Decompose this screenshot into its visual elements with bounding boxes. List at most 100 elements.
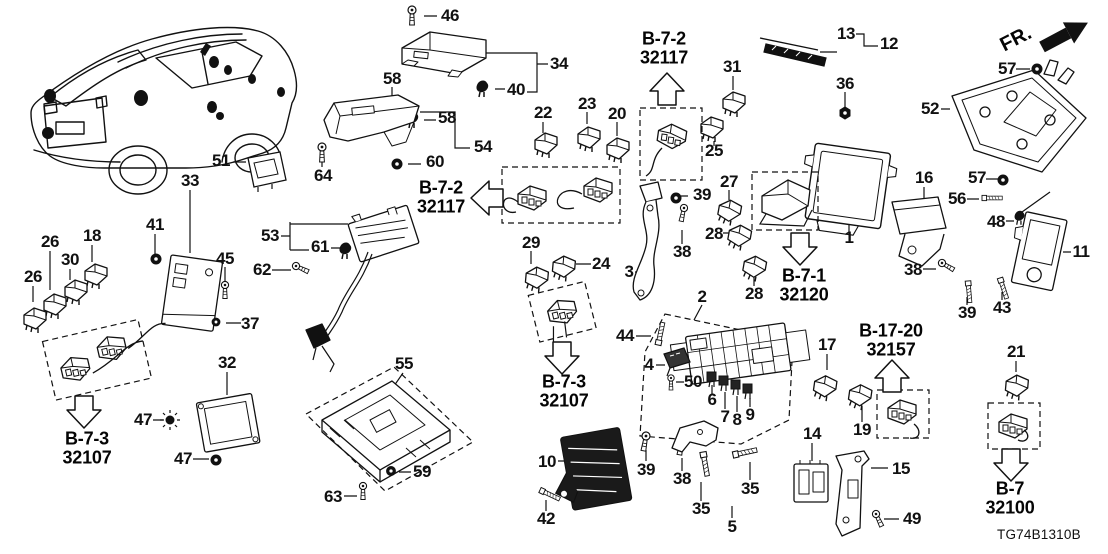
bracket-54 [323, 94, 420, 147]
unit-11 [1010, 211, 1068, 292]
callout-39: 39 [637, 460, 655, 479]
callout-39: 39 [693, 185, 711, 204]
connector-4 [663, 347, 691, 377]
screw-56 [981, 194, 1003, 202]
grommet-59 [386, 466, 396, 476]
bolt-39-right [964, 280, 974, 304]
callout-21: 21 [1007, 342, 1025, 361]
screw-64 [317, 142, 327, 163]
callout-25: 25 [705, 141, 723, 160]
callout-19: 19 [853, 420, 871, 439]
callout-53: 53 [261, 226, 279, 245]
callout-37: 37 [241, 314, 259, 333]
callout-46: 46 [441, 6, 459, 25]
callout-38: 38 [673, 242, 691, 261]
connector-box-b72-top [639, 107, 703, 181]
fuse-6 [706, 371, 717, 388]
callout-1: 1 [844, 228, 854, 247]
callout-27: 27 [720, 172, 738, 191]
fuse-8 [730, 379, 741, 396]
connector-box-b1720 [876, 389, 930, 439]
bolt-43 [996, 276, 1010, 300]
antenna-unit-53 [305, 204, 420, 373]
relay-box-b71 [751, 171, 819, 231]
callout-34: 34 [550, 54, 568, 73]
relay-23 [577, 126, 601, 153]
callout-7: 7 [720, 407, 730, 426]
callout-36: 36 [836, 74, 854, 93]
callout-38: 38 [904, 260, 922, 279]
leader-lines [32, 15, 1071, 520]
screw-45 [220, 280, 230, 300]
connector-box-b73-left [41, 318, 166, 401]
ecu-55 [321, 380, 451, 483]
callout-48: 48 [987, 212, 1005, 231]
callout-64: 64 [314, 166, 332, 185]
grommet-39-mid [670, 192, 682, 204]
screw-39-bottom [638, 430, 652, 453]
callout-62: 62 [253, 260, 271, 279]
relay-18 [84, 263, 108, 290]
connector-box-b7 [987, 402, 1041, 450]
vehicle-illustration [30, 26, 298, 195]
relay-25 [700, 116, 724, 143]
callout-47: 47 [134, 410, 152, 429]
grommet-37 [211, 317, 221, 327]
callout-24: 24 [592, 254, 610, 273]
connector-box-b73-mid [527, 280, 597, 343]
callout-56: 56 [948, 189, 966, 208]
component-location-markers [42, 43, 285, 139]
callout-60: 60 [426, 152, 444, 171]
nut-36 [839, 106, 851, 120]
callout-59: 59 [413, 462, 431, 481]
control-unit-32 [195, 392, 261, 453]
callout-32: 32 [218, 353, 236, 372]
screw-62 [290, 260, 311, 276]
callout-39: 39 [958, 303, 976, 322]
callout-8: 8 [732, 410, 742, 429]
grommet-57-mid [997, 174, 1009, 186]
bolt-44 [654, 321, 667, 347]
callout-43: 43 [993, 298, 1011, 317]
callout-50: 50 [684, 372, 702, 391]
callout-18: 18 [83, 226, 101, 245]
unit-14 [793, 460, 829, 503]
callout-57: 57 [968, 168, 986, 187]
unit-16 [891, 196, 947, 267]
callout-38: 38 [673, 469, 691, 488]
callout-15: 15 [892, 459, 910, 478]
callout-31: 31 [723, 57, 741, 76]
grommet-57-top [1031, 63, 1043, 75]
relay-22 [534, 132, 558, 159]
callout-58: 58 [383, 69, 401, 88]
callout-51: 51 [212, 151, 230, 170]
callout-20: 20 [608, 104, 626, 123]
unit-10 [554, 427, 633, 511]
callout-6: 6 [707, 390, 717, 409]
relay-29 [523, 265, 550, 294]
clip-40 [475, 79, 489, 98]
relay-31 [722, 91, 746, 118]
grommet-60 [391, 158, 403, 170]
callout-14: 14 [803, 424, 821, 443]
relay-19 [846, 382, 874, 412]
callout-29: 29 [522, 233, 540, 252]
screw-49 [870, 508, 886, 529]
callout-11: 11 [1072, 242, 1090, 261]
callout-45: 45 [216, 249, 234, 268]
relay-26-b [23, 307, 47, 334]
callout-47: 47 [174, 449, 192, 468]
bolt-35-b [731, 446, 758, 459]
callout-9: 9 [745, 405, 755, 424]
callout-5: 5 [727, 517, 737, 536]
callout-44: 44 [616, 326, 634, 345]
callout-41: 41 [146, 215, 164, 234]
fuse-9 [742, 383, 753, 400]
callout-40: 40 [507, 80, 525, 99]
callout-63: 63 [324, 487, 342, 506]
